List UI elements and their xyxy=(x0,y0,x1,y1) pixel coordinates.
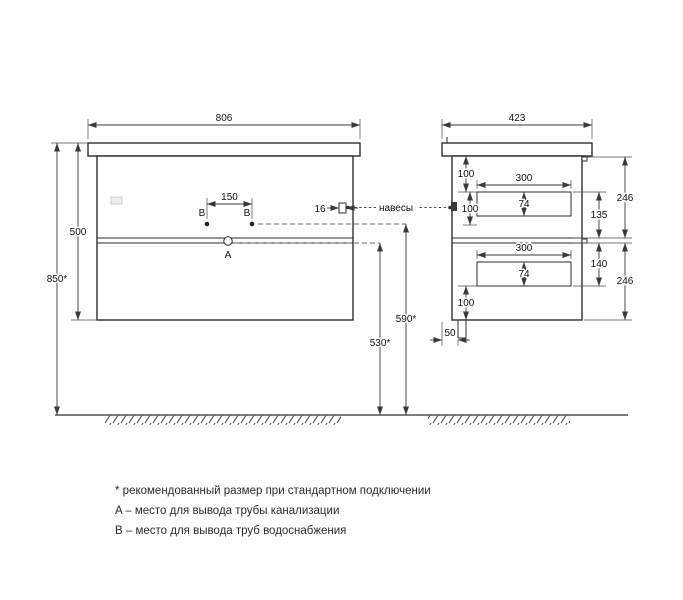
front-dimensions: 806 500 850* 150 B B A 1 xyxy=(45,112,418,415)
dim-label-top-clearance: 100 xyxy=(458,169,475,180)
dim-label-hanger-offset: 16 xyxy=(314,204,326,215)
front-countertop xyxy=(87,142,361,157)
dim-b-floor-height: 590* xyxy=(258,223,418,415)
hangers-callout: навесы xyxy=(346,202,452,216)
dim-label-bottom-drawer-height: 140 xyxy=(591,259,608,270)
side-drawer-divider xyxy=(452,237,582,244)
dim-top-drawer-height: 135 xyxy=(573,191,632,239)
dim-label-b-floor-height: 590* xyxy=(396,314,417,325)
dim-label-mid-clearance: 100 xyxy=(462,204,479,215)
dim-a-floor-height: 530* xyxy=(234,242,392,415)
dim-front-width: 806 xyxy=(87,112,361,139)
dim-label-bottom-clearance: 100 xyxy=(458,298,475,309)
hangers-label: навесы xyxy=(379,203,413,214)
side-hanger-bracket xyxy=(451,202,457,211)
footnote-a: A – место для вывода трубы канализации xyxy=(115,505,339,517)
hangers-leader-dot-left xyxy=(346,205,350,210)
ground-line xyxy=(55,414,628,425)
footnote-b: B – место для вывода труб водоснабжения xyxy=(115,525,346,537)
dim-bottom-drawer-width: 300 xyxy=(476,242,572,259)
dim-label-depth: 423 xyxy=(509,113,526,124)
supply-point-left xyxy=(204,221,210,227)
dim-cabinet-height: 500 xyxy=(51,142,97,321)
dim-label-bottom-section: 246 xyxy=(617,276,634,287)
dim-depth: 423 xyxy=(441,112,593,139)
dim-bottom-clearance: 100 xyxy=(456,285,477,320)
dim-label-bottom-drawer-front: 74 xyxy=(518,269,530,280)
front-logo-plate xyxy=(110,196,123,205)
side-top-handle xyxy=(581,156,588,162)
dim-top-drawer-front: 74 xyxy=(517,192,531,216)
ground-hatch-left xyxy=(105,415,341,425)
dim-bottom-section: 246 xyxy=(584,243,635,321)
label-b-right: B xyxy=(244,208,251,219)
drain-hole xyxy=(223,236,233,246)
side-countertop xyxy=(441,142,593,157)
footnote-recommended: * рекомендованный размер при стандартном… xyxy=(115,485,431,497)
dim-label-a-floor-height: 530* xyxy=(370,338,391,349)
dim-label-bottom-drawer-width: 300 xyxy=(516,243,533,254)
drain-point: A xyxy=(223,236,233,263)
ground-hatch-right xyxy=(428,415,570,425)
dim-label-cabinet-height: 500 xyxy=(70,227,87,238)
dim-bottom-drawer-front: 74 xyxy=(517,262,531,286)
water-supply-points: 150 B B xyxy=(197,191,255,227)
front-hanger-bracket xyxy=(338,202,347,214)
dim-label-top-drawer-height: 135 xyxy=(591,210,608,221)
side-bottom-handle xyxy=(581,238,588,244)
side-dimensions: 423 100 100 100 300 74 xyxy=(430,112,635,346)
dim-label-top-section: 246 xyxy=(617,193,634,204)
dim-label-mount-height: 850* xyxy=(47,274,68,285)
dim-mid-clearance: 100 xyxy=(460,192,480,226)
dim-label-wall-pipe-offset: 50 xyxy=(444,328,456,339)
supply-point-right xyxy=(249,221,255,227)
dim-top-section: 246 xyxy=(584,156,635,238)
dim-label-b-spacing: 150 xyxy=(221,192,238,203)
label-b-left: B xyxy=(199,208,206,219)
label-a: A xyxy=(225,250,232,261)
dim-label-top-drawer-front: 74 xyxy=(518,199,530,210)
dim-label-front-width: 806 xyxy=(216,113,233,124)
side-drain-pipe xyxy=(457,320,467,339)
dim-mount-height: 850* xyxy=(45,143,69,415)
dim-top-drawer-width: 300 xyxy=(476,172,572,189)
dim-top-clearance: 100 xyxy=(456,156,477,193)
hangers-leader-dot-right xyxy=(448,205,452,210)
dim-label-top-drawer-width: 300 xyxy=(516,173,533,184)
footnotes: * рекомендованный размер при стандартном… xyxy=(115,485,431,537)
dim-wall-pipe-offset: 50 xyxy=(430,322,470,346)
front-view xyxy=(87,142,361,321)
